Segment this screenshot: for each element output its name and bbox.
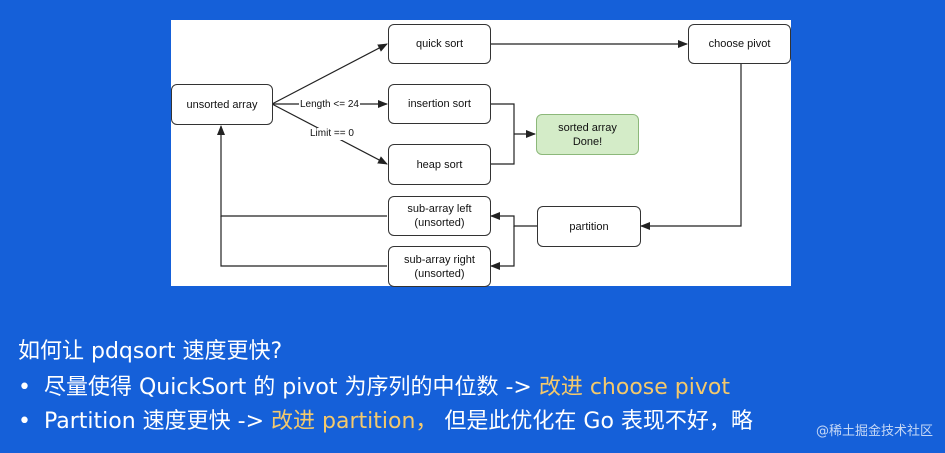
bullet-line-1: • 尽量使得 QuickSort 的 pivot 为序列的中位数 -> 改进 ch… [18,374,730,402]
bullet-2-highlight: 改进 partition， [271,409,438,434]
bullet-marker: • [18,409,31,434]
question-text: 如何让 pdqsort 速度更快? [18,339,283,364]
bullet-1-main: 尽量使得 QuickSort 的 pivot 为序列的中位数 -> [44,375,539,400]
bullet-marker: • [18,375,31,400]
bullet-2-main: Partition 速度更快 -> [44,409,272,434]
node-unsorted-array: unsorted array [171,84,273,125]
node-sorted-done: sorted array Done! [536,114,639,155]
node-sub-array-left: sub-array left (unsorted) [388,196,491,236]
node-heap-sort: heap sort [388,144,491,185]
edge-partition-left [490,212,537,227]
edge-label-limit: Limit == 0 [309,128,355,140]
edge-pivot-partition [640,64,742,230]
edge-label-length: Length <= 24 [299,99,360,111]
edge-right-unsorted [220,216,387,267]
edge-unsorted-quick [271,43,388,105]
edge-partition-right [490,226,515,270]
node-partition: partition [537,206,641,247]
watermark: @稀土掘金技术社区 [815,424,933,439]
bullet-2-tail: 但是此优化在 Go 表现不好，略 [437,409,753,434]
node-choose-pivot: choose pivot [688,24,791,64]
node-quick-sort: quick sort [388,24,491,64]
bullet-1-highlight: 改进 choose pivot [538,375,730,400]
flowchart-panel: unsorted array quick sort insertion sort… [171,20,791,287]
node-sub-array-right: sub-array right (unsorted) [388,246,491,287]
node-insertion-sort: insertion sort [388,84,491,124]
bullet-line-2: • Partition 速度更快 -> 改进 partition， 但是此优化在 … [18,408,753,436]
question-line: 如何让 pdqsort 速度更快? [18,338,282,366]
